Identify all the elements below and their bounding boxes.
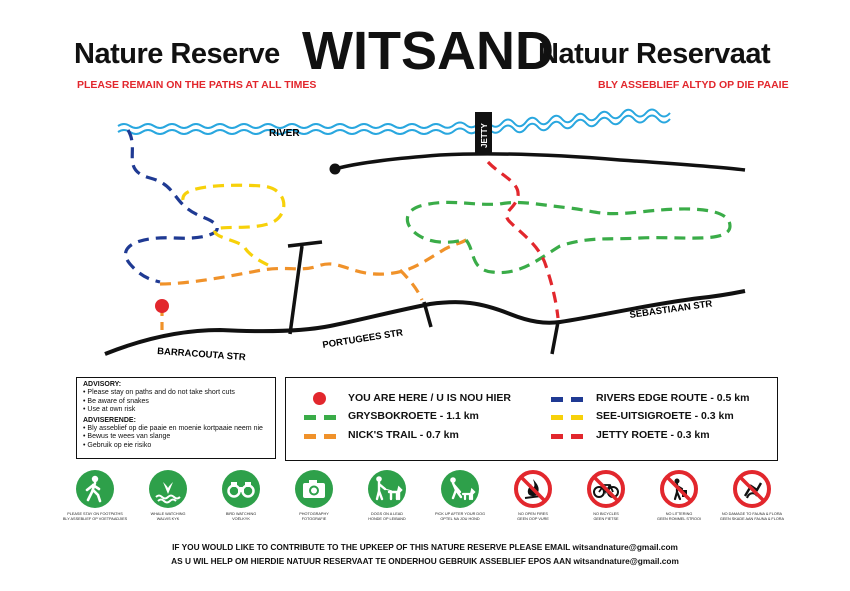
advisory-item: Gebruik op eie risiko	[83, 442, 269, 450]
legend-rivers-edge: RIVERS EDGE ROUTE - 0.5 km	[596, 392, 750, 404]
legend-box: YOU ARE HERE / U IS NOU HIER GRYSBOKROET…	[285, 377, 778, 461]
advisory-list-af: Bly asseblief op die paaie en moenie kor…	[83, 425, 269, 450]
caption-af: Geen skade aan fauna & flora	[719, 516, 785, 521]
advisory-item: Please stay on paths and do not take sho…	[83, 389, 269, 397]
page-title: WITSAND	[302, 21, 554, 81]
no-littering-icon	[660, 470, 698, 508]
rule-no-bicycles: No bicyclesGeen fietse	[571, 470, 641, 521]
advisory-item: Use at own risk	[83, 406, 269, 414]
footer-english: IF YOU WOULD LIKE TO CONTRIBUTE TO THE U…	[172, 542, 678, 552]
whale-icon	[149, 470, 187, 508]
caption-en: Dogs on a lead	[370, 512, 404, 516]
caption-en: No littering	[665, 512, 693, 516]
street-label-barracouta: BARRACOUTA STR	[157, 346, 246, 363]
caption-af: Geen fietse	[593, 516, 619, 521]
binoculars-icon	[222, 470, 260, 508]
rules-icon-row: Please stay on footpathsBly asseblief op…	[60, 470, 790, 530]
caption-en: Whale watching	[150, 512, 186, 516]
caption-af: Geen rommel strooi	[657, 516, 701, 521]
caption-af: Geen oop vure	[517, 516, 549, 521]
rule-no-littering: No litteringGeen rommel strooi	[644, 470, 714, 521]
jetty-label: JETTY	[480, 122, 489, 148]
jetty-marker	[475, 112, 492, 154]
rivers-edge-swatch	[551, 397, 583, 402]
caption-en: No bicycles	[593, 512, 619, 516]
nicks-trail-spur	[398, 268, 424, 301]
warning-english: PLEASE REMAIN ON THE PATHS AT ALL TIMES	[77, 79, 317, 91]
rule-photography: PhotographyFotografie	[279, 470, 349, 521]
caption-af: Walvis kyk	[156, 516, 180, 521]
caption-en: Bird watching	[225, 512, 257, 516]
caption-af: Honde op leiband	[368, 516, 406, 521]
rule-hiking: Please stay on footpathsBly asseblief op…	[60, 470, 130, 521]
river-line-2	[117, 114, 671, 135]
title-afrikaans: Natuur Reservaat	[538, 38, 771, 70]
rule-no-damage: No damage to fauna & floraGeen skade aan…	[717, 470, 787, 521]
jetty-route-swatch	[551, 434, 583, 439]
trail-map: RIVER JETTY BARRACOUTA STR PORTUGEES STR…	[104, 108, 746, 363]
no-damage-icon	[733, 470, 771, 508]
title-english: Nature Reserve	[74, 38, 280, 70]
legend-see-uitsig: SEE-UITSIGROETE - 0.3 km	[596, 410, 734, 422]
road-jetty	[334, 152, 746, 172]
dog-leash-icon	[368, 470, 406, 508]
advisory-heading-af: ADVISERENDE:	[83, 416, 136, 424]
rule-no-open-fires: No open firesGeen oop vure	[498, 470, 568, 521]
caption-af: Voëlkyk	[232, 516, 250, 521]
advisory-item: Bewus te wees van slange	[83, 433, 269, 441]
caption-en: No open fires	[518, 512, 548, 516]
grysbok-swatch	[304, 415, 336, 420]
advisory-item: Bly asseblief op die paaie en moenie kor…	[83, 425, 269, 433]
advisory-item: Be aware of snakes	[83, 398, 269, 406]
legend-nicks-trail: NICK'S TRAIL - 0.7 km	[348, 429, 459, 441]
road-side-2	[422, 301, 433, 328]
camera-icon	[295, 470, 333, 508]
river-label: RIVER	[269, 128, 300, 139]
legend-you-are-here: YOU ARE HERE / U IS NOU HIER	[348, 392, 511, 404]
rivers-edge-route	[123, 129, 219, 284]
advisory-heading-en: ADVISORY:	[83, 381, 122, 388]
warning-afrikaans: BLY ASSEBLIEF ALTYD OP DIE PAAIE	[598, 79, 789, 91]
nicks-trail	[159, 238, 467, 286]
caption-en: No damage to fauna & flora	[721, 512, 783, 516]
dog-pickup-icon	[441, 470, 479, 508]
legend-jetty-route: JETTY ROETE - 0.3 km	[596, 429, 710, 441]
no-bicycle-icon	[587, 470, 625, 508]
caption-en: Photography	[299, 512, 329, 516]
nicks-trail-swatch	[304, 434, 336, 439]
advisory-box: ADVISORY: Please stay on paths and do no…	[76, 377, 276, 459]
road-side-1-cap	[287, 240, 323, 248]
river-line	[117, 108, 671, 129]
road-barracouta	[104, 289, 746, 356]
you-are-here-marker	[155, 299, 169, 313]
caption-en: Pick up after your dog	[434, 512, 486, 516]
rule-dogs-on-lead: Dogs on a leadHonde op leiband	[352, 470, 422, 521]
legend-grysbok: GRYSBOKROETE - 1.1 km	[348, 410, 479, 422]
road-side-3	[550, 321, 560, 355]
rule-pick-up-after-dog: Pick up after your dogOptel na jou hond	[425, 470, 495, 521]
caption-af: Fotografie	[301, 516, 327, 521]
see-uitsig-swatch	[551, 415, 583, 420]
grysbok-route	[406, 200, 732, 275]
street-label-portugees: PORTUGEES STR	[322, 327, 404, 351]
rule-whale-watching: Whale watchingWalvis kyk	[133, 470, 203, 521]
advisory-list-en: Please stay on paths and do not take sho…	[83, 389, 269, 414]
no-fire-icon	[514, 470, 552, 508]
see-uitsig-route	[181, 183, 286, 267]
road-end-marker	[329, 163, 341, 175]
hiking-icon	[76, 470, 114, 508]
you-are-here-swatch	[313, 392, 326, 405]
caption-en: Please stay on footpaths	[67, 512, 123, 516]
footer-afrikaans: AS U WIL HELP OM HIERDIE NATUUR RESERVAA…	[171, 556, 679, 566]
jetty-route	[486, 160, 560, 319]
caption-af: Bly asseblief op voetpaadjies	[62, 516, 128, 521]
caption-af: Optel na jou hond	[440, 516, 480, 521]
rule-bird-watching: Bird watchingVoëlkyk	[206, 470, 276, 521]
road-side-1	[288, 245, 304, 335]
